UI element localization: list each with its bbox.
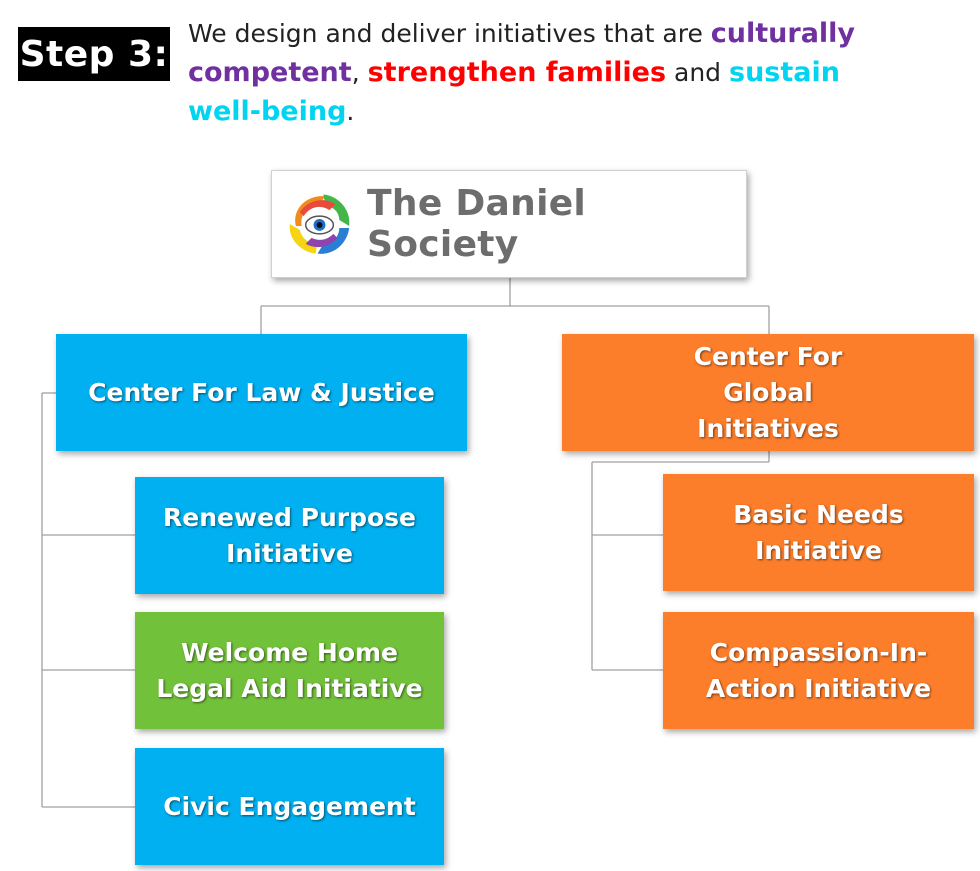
highlight-sustain-well-being: sustain well-being bbox=[188, 57, 840, 127]
welcome-home-legal-aid-initiative-label: Welcome Home Legal Aid Initiative bbox=[156, 637, 423, 703]
headline: We design and deliver initiatives that a… bbox=[188, 14, 908, 131]
root-node: The Daniel Society bbox=[271, 170, 747, 278]
center-global-initiatives-label: Center For Global Initiatives bbox=[693, 341, 843, 443]
headline-text: . bbox=[346, 97, 355, 126]
headline-text: We design and deliver initiatives that a… bbox=[188, 19, 711, 48]
root-title: The Daniel Society bbox=[367, 183, 587, 265]
highlight-culturally-competent: culturally competent bbox=[188, 18, 856, 88]
compassion-in-action-initiative: Compassion-In-Action Initiative bbox=[663, 612, 974, 729]
step-label: Step 3: bbox=[18, 27, 170, 81]
compassion-in-action-initiative-label: Compassion-In-Action Initiative bbox=[705, 637, 932, 703]
renewed-purpose-initiative: Renewed Purpose Initiative bbox=[135, 477, 444, 594]
basic-needs-initiative-label: Basic Needs Initiative bbox=[733, 499, 904, 565]
welcome-home-legal-aid-initiative: Welcome Home Legal Aid Initiative bbox=[135, 612, 444, 729]
headline-text: and bbox=[666, 58, 729, 87]
civic-engagement-label: Civic Engagement bbox=[163, 791, 416, 821]
renewed-purpose-initiative-label: Renewed Purpose Initiative bbox=[163, 502, 416, 568]
basic-needs-initiative: Basic Needs Initiative bbox=[663, 474, 974, 591]
center-law-justice-label: Center For Law & Justice bbox=[88, 377, 435, 407]
civic-engagement: Civic Engagement bbox=[135, 748, 444, 865]
center-global-initiatives: Center For Global Initiatives bbox=[562, 334, 974, 451]
center-law-justice: Center For Law & Justice bbox=[56, 334, 467, 451]
daniel-society-logo-icon bbox=[289, 194, 350, 254]
highlight-strengthen-families: strengthen families bbox=[367, 57, 667, 88]
headline-text: , bbox=[351, 58, 368, 87]
